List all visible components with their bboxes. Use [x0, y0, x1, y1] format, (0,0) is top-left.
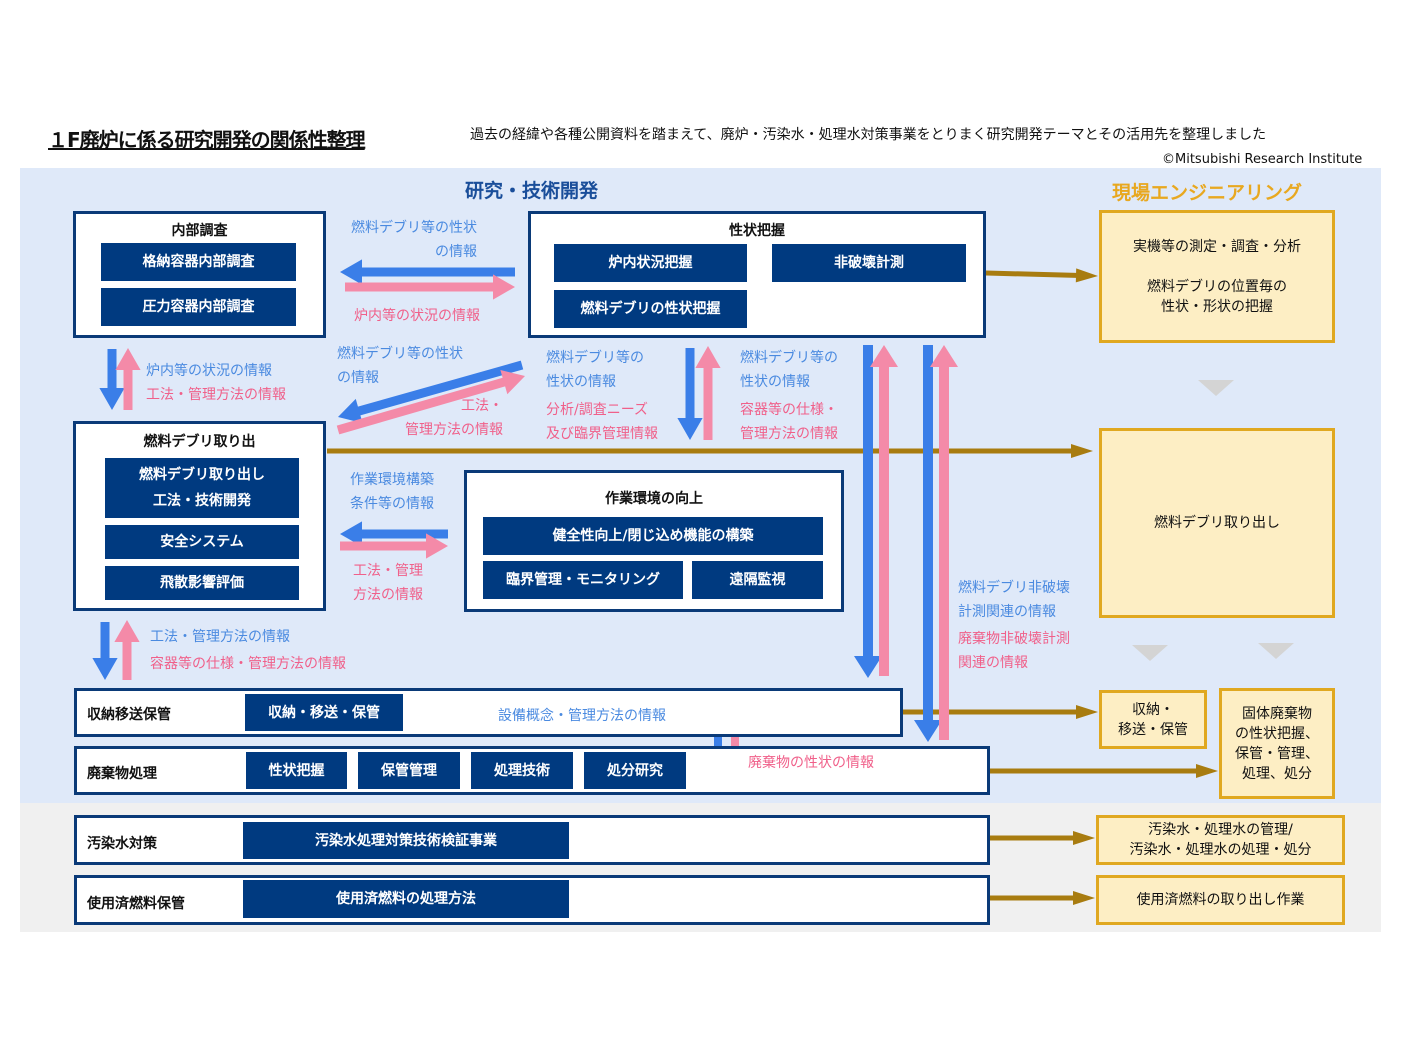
copyright: ©Mitsubishi Research Institute [1162, 152, 1363, 167]
down-triangle-icon [1132, 645, 1168, 661]
info-label-pink: 工法・管理方法の情報 [146, 387, 286, 403]
field-box-measurement: 実機等の測定・調査・分析 燃料デブリの位置毎の 性状・形状の把握 [1099, 210, 1335, 343]
box-title: 燃料デブリ取り出 [143, 434, 256, 450]
info-arrow-pink [340, 533, 448, 559]
info-arrow-pink [115, 348, 141, 410]
info-arrow-pink [870, 345, 898, 676]
info-label-pink: 容器等の仕様・ 管理方法の情報 [740, 402, 838, 442]
chip: 使用済燃料の処理方法 [243, 880, 569, 918]
chip: 遠隔監視 [692, 561, 823, 599]
box-debris-retrieval: 燃料デブリ取り出 燃料デブリ取り出し 工法・技術開発 安全システム 飛散影響評価 [73, 421, 326, 611]
flow-arrow [990, 891, 1095, 905]
info-label-blue: 燃料デブリ等の性状 の情報 [337, 346, 463, 386]
row-contaminated-water: 汚染水対策 汚染水処理対策技術検証事業 [74, 815, 990, 865]
field-box-water: 汚染水・処理水の管理/ 汚染水・処理水の処理・処分 [1096, 815, 1345, 865]
chip: 保管管理 [358, 752, 460, 789]
field-box-storage: 収納・ 移送・保管 [1099, 690, 1207, 749]
info-arrow-pink [695, 346, 721, 440]
box-characterization: 性状把握 炉内状況把握 非破壊計測 燃料デブリの性状把握 [528, 211, 986, 338]
row-spent-fuel: 使用済燃料保管 使用済燃料の処理方法 [74, 875, 990, 925]
info-arrow-blue [854, 345, 882, 678]
info-label-pink: 廃棄物非破壊計測 関連の情報 [958, 631, 1070, 671]
chip: 汚染水処理対策技術検証事業 [243, 822, 569, 859]
info-label-pink: 工法・ 管理方法の情報 [405, 398, 503, 438]
chip: 健全性向上/閉じ込め機能の構築 [483, 517, 823, 555]
row-label: 収納移送保管 [87, 707, 171, 723]
info-label-blue: 炉内等の状況の情報 [146, 363, 272, 379]
box-internal-investigation: 内部調査 格納容器内部調査 圧力容器内部調査 [73, 211, 326, 338]
info-arrow-blue [99, 349, 125, 410]
chip: 炉内状況把握 [554, 244, 747, 282]
row-waste-treatment: 廃棄物処理 性状把握 保管管理 処理技術 処分研究 [74, 746, 990, 795]
chip: 処理技術 [471, 752, 573, 789]
info-arrow-blue [340, 521, 448, 547]
info-label-pink: 廃棄物の性状の情報 [748, 755, 874, 771]
row-label: 使用済燃料保管 [87, 896, 185, 912]
box-title: 性状把握 [729, 223, 785, 239]
box-title: 内部調査 [171, 223, 228, 239]
chip: 安全システム [105, 525, 299, 559]
flow-arrow [985, 268, 1098, 283]
field-box-debris-retrieval: 燃料デブリ取り出し [1099, 428, 1335, 618]
down-triangle-icon [1198, 380, 1234, 396]
section-field: 現場エンジニアリング [1112, 182, 1303, 204]
row-label: 汚染水対策 [87, 836, 157, 852]
row-storage-transport: 収納移送保管 収納・移送・保管 [74, 688, 903, 737]
chip: 性状把握 [246, 752, 347, 789]
chip: 収納・移送・保管 [245, 694, 403, 731]
info-label-blue: 燃料デブリ等の 性状の情報 [546, 350, 644, 390]
flow-arrow [990, 764, 1218, 778]
info-arrow-blue [340, 259, 515, 285]
info-arrow-blue [914, 345, 942, 742]
section-rd: 研究・技術開発 [465, 180, 599, 202]
field-box-spent-fuel: 使用済燃料の取り出し作業 [1096, 875, 1345, 925]
chip: 臨界管理・モニタリング [483, 561, 683, 599]
field-box-solid-waste: 固体廃棄物 の性状把握、 保管・管理、 処理、処分 [1219, 688, 1335, 799]
chip: 格納容器内部調査 [101, 243, 296, 281]
page-title: １F廃炉に係る研究開発の関係性整理 [48, 128, 366, 152]
chip: 燃料デブリの性状把握 [554, 290, 747, 328]
info-label-pink: 炉内等の状況の情報 [354, 308, 480, 324]
chip: 飛散影響評価 [105, 566, 299, 600]
chip: 圧力容器内部調査 [101, 288, 296, 326]
page-description: 過去の経緯や各種公開資料を踏まえて、廃炉・汚染水・処理水対策事業をとりまく研究開… [470, 127, 1267, 143]
info-arrow-pink [114, 620, 140, 680]
info-arrow-blue [338, 360, 524, 424]
flow-arrow [327, 444, 1093, 458]
box-work-environment: 作業環境の向上 健全性向上/閉じ込め機能の構築 臨界管理・モニタリング 遠隔監視 [464, 470, 844, 612]
info-label-pink: 分析/調査ニーズ 及び臨界管理情報 [546, 402, 658, 442]
flow-arrow [903, 705, 1098, 719]
info-label-blue: 燃料デブリ非破壊 計測関連の情報 [958, 580, 1070, 620]
down-triangle-icon [1258, 643, 1294, 659]
info-label-blue: 燃料デブリ等の 性状の情報 [740, 350, 838, 390]
flow-arrow [990, 831, 1095, 845]
info-arrow-blue [677, 348, 703, 440]
info-label-blue: 作業環境構築 条件等の情報 [350, 472, 434, 512]
info-label-pink: 容器等の仕様・管理方法の情報 [150, 656, 346, 672]
info-label-pink: 工法・管理 方法の情報 [353, 563, 423, 603]
row-label: 廃棄物処理 [87, 766, 157, 782]
info-label-blue: 設備概念・管理方法の情報 [498, 708, 666, 724]
chip: 非破壊計測 [772, 244, 966, 282]
info-label-blue: 燃料デブリ等の性状 の情報 [351, 220, 477, 260]
info-arrow-pink [930, 345, 958, 740]
info-label-blue: 工法・管理方法の情報 [150, 629, 290, 645]
info-arrow-pink [336, 369, 525, 435]
chip: 処分研究 [584, 752, 686, 789]
info-arrow-blue [92, 622, 118, 680]
chip: 燃料デブリ取り出し 工法・技術開発 [105, 458, 299, 518]
info-arrow-pink [345, 274, 515, 300]
box-title: 作業環境の向上 [605, 491, 703, 507]
